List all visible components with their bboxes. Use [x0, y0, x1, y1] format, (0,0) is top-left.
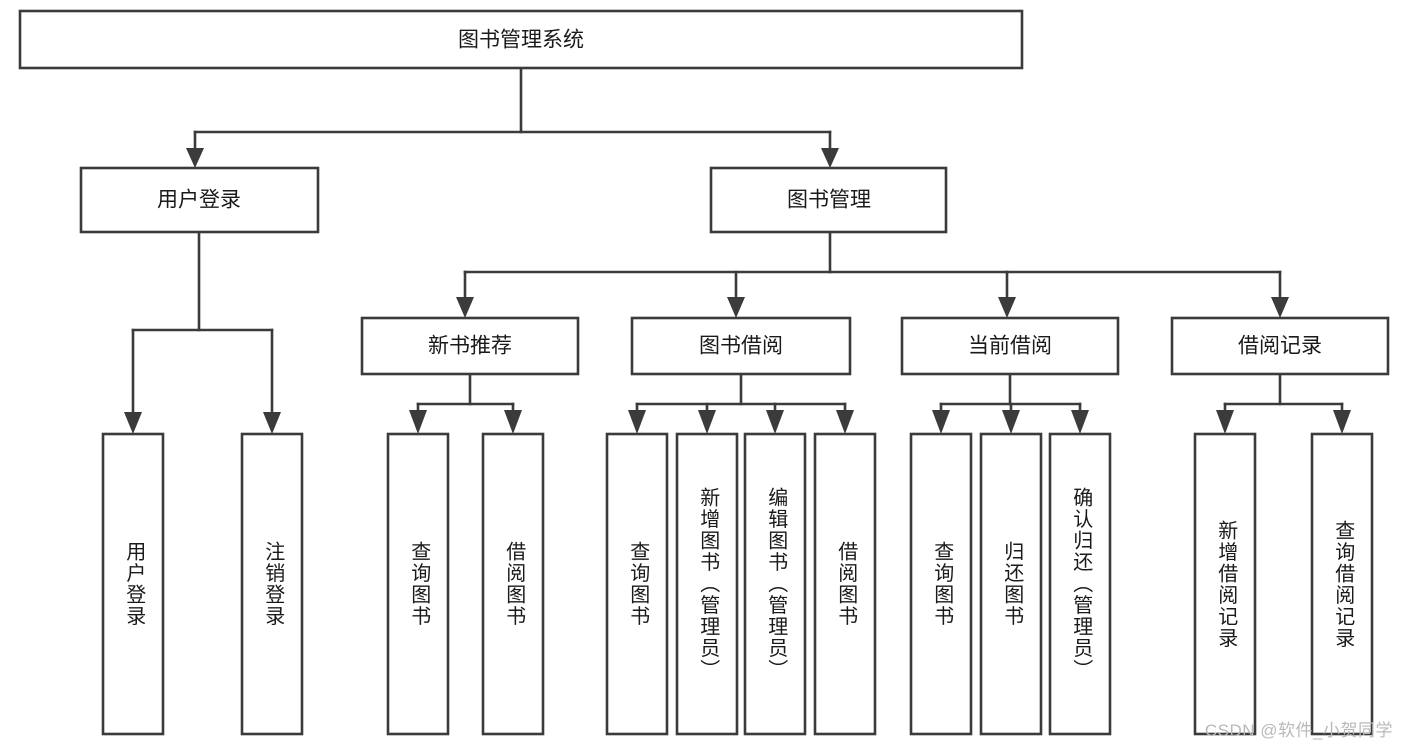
node-borrow-record[interactable]: 借阅记录	[1170, 316, 1390, 376]
leaf-box-current-borrow-1[interactable]	[979, 432, 1043, 736]
node-book-management-label: 图书管理	[787, 189, 871, 212]
arrowhead-leaf-book-borrow-3	[836, 410, 854, 434]
node-book-management[interactable]: 图书管理	[709, 166, 948, 234]
leaf-box-user-login-1[interactable]	[240, 432, 304, 736]
leaf-box-new-book-1[interactable]	[481, 432, 545, 736]
node-root[interactable]: 图书管理系统	[18, 9, 1024, 70]
leaf-box-current-borrow-2[interactable]	[1048, 432, 1112, 736]
node-root-box[interactable]	[18, 9, 1024, 70]
leaf-box-user-login-0[interactable]	[101, 432, 165, 736]
arrowhead-book-borrow	[727, 297, 745, 318]
node-borrow-record-label: 借阅记录	[1238, 335, 1322, 358]
connector-group-root	[186, 66, 839, 168]
watermark-label: CSDN @软件_小贺同学	[1204, 721, 1393, 740]
arrowhead-leaf-book-borrow-1	[698, 410, 716, 434]
arrowhead-leaf-current-borrow-0	[932, 410, 950, 434]
leaf-box-current-borrow-0[interactable]	[909, 432, 973, 736]
leaf-boxes-book-borrow	[605, 432, 877, 736]
leaf-box-borrow-record-0[interactable]	[1193, 432, 1257, 736]
leaf-box-book-borrow-2[interactable]	[743, 432, 807, 736]
node-root-label: 图书管理系统	[458, 29, 584, 52]
arrowhead-borrow-record	[1271, 297, 1289, 318]
connector-group-borrow-record	[1216, 372, 1351, 434]
arrowhead-leaf-user-login-0	[124, 412, 142, 434]
connector-group-user-login	[124, 230, 281, 434]
node-user-login-box[interactable]	[79, 166, 320, 234]
node-book-borrow[interactable]: 图书借阅	[630, 316, 852, 376]
node-book-borrow-box[interactable]	[630, 316, 852, 376]
arrowhead-new-book	[456, 297, 474, 318]
leaf-box-book-borrow-3[interactable]	[813, 432, 877, 736]
connector-group-current-borrow	[932, 372, 1089, 434]
arrowhead-leaf-current-borrow-1	[1002, 410, 1020, 434]
leaf-boxes-user-login	[101, 432, 304, 736]
node-current-borrow-label: 当前借阅	[968, 335, 1052, 358]
leaf-box-book-borrow-0[interactable]	[605, 432, 669, 736]
node-current-borrow-box[interactable]	[900, 316, 1120, 376]
arrowhead-leaf-book-borrow-0	[628, 410, 646, 434]
connector-group-book-borrow	[628, 372, 854, 434]
node-user-login-label: 用户登录	[157, 189, 241, 212]
arrowhead-leaf-new-book-0	[409, 410, 427, 434]
arrowhead-leaf-borrow-record-0	[1216, 410, 1234, 434]
node-new-book-recommend-label: 新书推荐	[428, 335, 512, 358]
node-book-management-box[interactable]	[709, 166, 948, 234]
arrowhead-leaf-user-login-1	[263, 412, 281, 434]
leaf-boxes-new-book-recommend	[386, 432, 545, 736]
arrowhead-leaf-new-book-1	[504, 410, 522, 434]
leaf-box-book-borrow-1[interactable]	[675, 432, 739, 736]
connector-group-book-mgmt	[456, 230, 1289, 318]
node-new-book-recommend[interactable]: 新书推荐	[360, 316, 580, 376]
node-book-borrow-label: 图书借阅	[699, 335, 783, 358]
node-current-borrow[interactable]: 当前借阅	[900, 316, 1120, 376]
leaf-box-new-book-0[interactable]	[386, 432, 450, 736]
node-user-login[interactable]: 用户登录	[79, 166, 320, 234]
node-borrow-record-box[interactable]	[1170, 316, 1390, 376]
leaf-boxes-borrow-record	[1193, 432, 1374, 736]
leaf-boxes-current-borrow	[909, 432, 1112, 736]
node-new-book-recommend-box[interactable]	[360, 316, 580, 376]
connector-group-new-book	[409, 372, 522, 434]
arrowhead-current-borrow	[998, 297, 1016, 318]
arrowhead-leaf-borrow-record-1	[1333, 410, 1351, 434]
arrowhead-user-login	[186, 148, 204, 168]
arrowhead-leaf-current-borrow-2	[1071, 410, 1089, 434]
leaf-box-borrow-record-1[interactable]	[1310, 432, 1374, 736]
arrowhead-leaf-book-borrow-2	[766, 410, 784, 434]
arrowhead-book-mgmt	[821, 148, 839, 168]
